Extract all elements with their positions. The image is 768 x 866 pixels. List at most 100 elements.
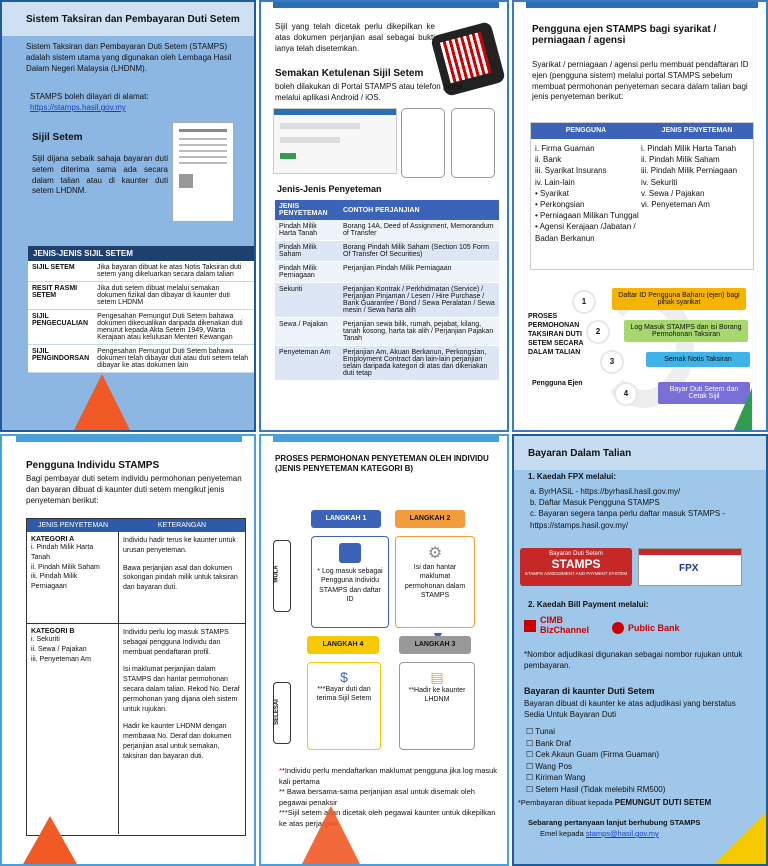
pengguna-table: PENGGUNA JENIS PENYETEMAN i. Firma Guama… xyxy=(530,122,754,270)
panel-title: Pengguna Individu STAMPS xyxy=(26,460,160,471)
kaunter-method-item: ☐ Bank Draf xyxy=(526,738,571,748)
langkah-2-text: Isi dan hantar maklumat permohonan dalam… xyxy=(404,564,466,600)
panel-semakan: Sijil yang telah dicetak perlu dikepilka… xyxy=(259,0,509,432)
checkbox-icon: ☐ xyxy=(526,738,536,748)
portal-screenshot xyxy=(273,108,397,174)
intro-text: Sistem Taksiran dan Pembayaran Duti Sete… xyxy=(26,42,232,73)
jenis-sijil-title: JENIS-JENIS SIJIL SETEM xyxy=(28,246,254,261)
public-bank-logo: Public Bank xyxy=(612,622,680,634)
sijil-type-desc: Jika bayaran dibuat ke atas Notis Taksir… xyxy=(93,261,254,282)
langkah-4-box: $ ***Bayar duti dan terima Sijil Setem xyxy=(307,662,381,750)
col-keterangan: KETERANGAN xyxy=(157,522,207,529)
sijil-type-name: RESIT RASMI SETEM xyxy=(28,281,94,310)
panel-title: Pengguna ejen STAMPS bagi syarikat / per… xyxy=(532,24,717,46)
document-icon: ▤ xyxy=(430,669,444,685)
kategori-a-item: iii. Pindah Milik Perniagaan xyxy=(31,573,78,591)
top-bar xyxy=(273,2,499,8)
pengguna-item: ii. Bank xyxy=(535,155,562,165)
jenis-item: ii. Pindah Milik Saham xyxy=(641,155,720,165)
panel-proses-individu: PROSES PERMOHONAN PENYETEMAN OLEH INDIVI… xyxy=(259,434,509,866)
fpx-method-item: c. Bayaran segera tanpa perlu daftar mas… xyxy=(530,509,726,530)
emel-link[interactable]: stamps@hasil.gov.my xyxy=(585,829,659,838)
fpx-method-item: a. ByrHASiL - https://byrhasil.hasil.gov… xyxy=(530,487,681,496)
langkah-3-label: LANGKAH 3 xyxy=(399,636,471,654)
phone-screenshot-1 xyxy=(401,108,445,178)
step-3-text: Semak Notis Taksiran xyxy=(646,352,750,367)
kategori-b-label: KATEGORI B xyxy=(31,628,75,635)
sijil-type-desc: Pengesahan Pemungut Duti Setem bahawa do… xyxy=(93,344,254,373)
kategori-a-item: ii. Pindah Milik Saham xyxy=(31,563,100,571)
step-3-number: 3 xyxy=(600,350,624,374)
sijil-type-name: SIJIL PENGINDORSAN xyxy=(28,344,94,373)
checkbox-icon: ☐ xyxy=(526,761,536,771)
panel-header xyxy=(514,436,766,470)
panel-bayaran: Bayaran Dalam Talian 1. Kaedah FPX melal… xyxy=(512,434,768,866)
pengguna-item: iv. Lain-lain xyxy=(535,177,575,187)
col-jenis: JENIS PENYETEMAN xyxy=(37,522,108,529)
mula-label: MULA xyxy=(273,565,280,583)
top-bar xyxy=(16,436,242,442)
stamps-url-link[interactable]: https://stamps.hasil.gov.my xyxy=(30,103,126,112)
langkah-2-label: LANGKAH 2 xyxy=(395,510,465,528)
selesai-label: SELESAI xyxy=(273,699,280,725)
cimb-logo: CIMB BizChannel xyxy=(524,615,600,636)
pengguna-item: • Perniagaan Milikan Tunggal xyxy=(535,211,639,221)
pemungut-note: *Pembayaran dibuat kepada PEMUNGUT DUTI … xyxy=(518,798,712,807)
kategori-table: JENIS PENYETEMAN KETERANGAN KATEGORI A i… xyxy=(26,518,246,836)
contoh-cell: Perjanjian Am, Akuan Berkanun, Perkongsi… xyxy=(339,345,499,381)
panel-title: Sistem Taksiran dan Pembayaran Duti Sete… xyxy=(26,14,240,25)
contoh-cell: Perjanjian Kontrak / Perkhidmatan (Servi… xyxy=(339,282,499,318)
banner-title: Bayaran Duti Setem xyxy=(549,551,603,557)
langkah-2-box: ⚙ Isi dan hantar maklumat permohonan dal… xyxy=(395,536,475,628)
pengguna-ejen-label: Pengguna Ejen xyxy=(532,380,583,387)
kaunter-method-item: ☐ Kiriman Wang xyxy=(526,773,586,783)
panel-ejen: Pengguna ejen STAMPS bagi syarikat / per… xyxy=(512,0,768,432)
kaunter-method-item: ☐ Setem Hasil (Tidak melebihi RM500) xyxy=(526,784,666,794)
phone-screenshot-2 xyxy=(451,108,495,178)
decorative-triangle xyxy=(710,808,766,864)
decorative-triangle xyxy=(72,374,132,430)
contoh-cell: Borang 14A, Deed of Assignment, Memorand… xyxy=(339,220,499,241)
emel-line: Emel kepada stamps@hasil.gov.my xyxy=(540,829,659,838)
jenis-item: i. Pindah Milik Harta Tanah xyxy=(641,144,737,153)
payment-icon: $ xyxy=(340,669,348,685)
step-4-text: Bayar Duti Setem dan Cetak Sijil xyxy=(658,382,750,404)
contoh-cell: Perjanjian sewa bilik, rumah, pejabat, k… xyxy=(339,317,499,346)
intro-text: Syarikat / perniagaan / agensi perlu mem… xyxy=(532,60,749,102)
pengguna-item: • Syarikat xyxy=(535,188,569,198)
kaunter-text: Bayaran dibuat di kaunter ke atas adjudi… xyxy=(524,699,736,719)
jenis-item: iv. Sekuriti xyxy=(641,177,678,187)
nota-1: **Individu perlu mendaftarkan maklumat p… xyxy=(279,766,498,786)
decorative-triangle xyxy=(732,388,752,430)
decorative-triangle xyxy=(301,806,361,864)
fpx-method-item: b. Daftar Masuk Pengguna STAMPS xyxy=(530,498,660,508)
intro-text: Sijil yang telah dicetak perlu dikepilka… xyxy=(275,22,435,53)
jenis-item: iii. Pindah Milik Perniagaan xyxy=(641,166,738,176)
sijil-text: Sijil dijana sebaik sahaja bayaran duti … xyxy=(32,154,168,196)
cimb-icon xyxy=(524,619,536,632)
semak-title: Semakan Ketulenan Sijil Setem xyxy=(275,68,424,79)
kategori-a-label: KATEGORI A xyxy=(31,536,75,543)
kaedah-bill-title: 2. Kaedah Bill Payment melalui: xyxy=(528,600,649,609)
kategori-b-desc-1: Individu perlu log masuk STAMPS sebagai … xyxy=(123,629,229,656)
stamps-banner: Bayaran Duti Setem STAMPS STAMPS ASSESSM… xyxy=(520,548,632,586)
decorative-triangle xyxy=(22,816,78,864)
col-jenis: JENIS PENYETEMAN xyxy=(661,127,733,134)
step-2-text: Log Masuk STAMPS dan isi Borang Permohon… xyxy=(624,320,748,342)
step-4-number: 4 xyxy=(614,382,638,406)
user-card-icon xyxy=(339,543,361,563)
proses-label: PROSES PERMOHONAN TAKSIRAN DUTI SETEM SE… xyxy=(528,313,584,357)
banner-sub: STAMPS ASSESSMENT AND PAYMENT SYSTEM xyxy=(524,571,628,576)
col-pengguna: PENGGUNA xyxy=(565,127,607,134)
gear-icon: ⚙ xyxy=(427,545,443,562)
selesai-box: SELESAI xyxy=(273,682,291,744)
bill-note: *Nombor adjudikasi digunakan sebagai nom… xyxy=(524,650,743,670)
